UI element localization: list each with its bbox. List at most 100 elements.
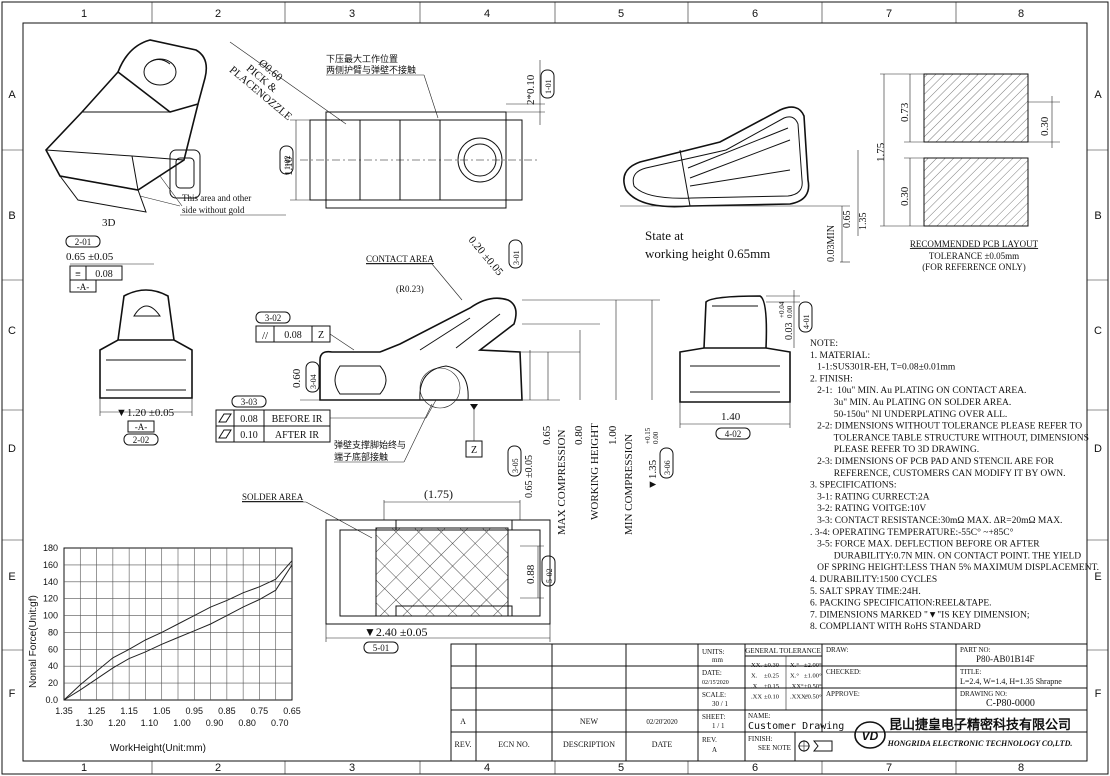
state-line-2: working height 0.65mm bbox=[645, 246, 770, 261]
company-logo bbox=[854, 721, 886, 749]
y-tick-label: 60 bbox=[48, 644, 58, 654]
x-tick-label-bottom: 1.00 bbox=[173, 718, 191, 728]
col-label-top-7: 7 bbox=[886, 8, 892, 20]
side-tol-135-dn: 0.00 bbox=[652, 431, 660, 444]
side-tol-135-up: +0.15 bbox=[644, 427, 652, 444]
left-detail-view: 2-01 0.65 ±0.05 ≡ 0.08 -A- ▼1.20 ±0.05 -… bbox=[65, 235, 193, 446]
row-label-right-B: B bbox=[1094, 210, 1101, 222]
col-label-top-2: 2 bbox=[215, 8, 221, 20]
title-value: L=2.4, W=1.4, H=1.35 Shrapne bbox=[960, 677, 1062, 686]
end-dim-140: 1.40 bbox=[721, 411, 741, 423]
row-label-right-A: A bbox=[1094, 89, 1102, 101]
pcb-dim-030-right: 0.30 bbox=[1039, 116, 1051, 136]
col-label-bottom-6: 6 bbox=[752, 762, 758, 774]
row-label-right-F: F bbox=[1095, 688, 1102, 700]
note-line: 3-5: FORCE MAX. DEFLECTION BEFORE OR AFT… bbox=[810, 540, 1040, 550]
iso-area-note-2: side without gold bbox=[182, 205, 245, 215]
parallel-symbol: // bbox=[262, 330, 269, 342]
tol-cell-c: X.° bbox=[790, 662, 799, 669]
col-label-top-1: 1 bbox=[81, 8, 87, 20]
note-line: 7. DIMENSIONS MARKED "▼"IS KEY DIMENSION… bbox=[810, 610, 1029, 620]
name-value: Customer Drawing bbox=[748, 721, 844, 732]
col-label-top-4: 4 bbox=[484, 8, 490, 20]
x-tick-label-top: 1.35 bbox=[55, 706, 73, 716]
tag-3-04: 3-04 bbox=[309, 374, 318, 389]
col-label-top-6: 6 bbox=[752, 8, 758, 20]
x-tick-label-top: 1.25 bbox=[88, 706, 106, 716]
y-tick-label: 0.0 bbox=[45, 695, 58, 705]
tag-3-03: 3-03 bbox=[241, 397, 258, 407]
side-dim-135: ▼1.35 bbox=[647, 459, 659, 490]
rev-value: A bbox=[712, 746, 717, 754]
bottom-dim-175: (1.75) bbox=[424, 487, 453, 501]
x-tick-label-top: 0.85 bbox=[218, 706, 236, 716]
note-line: OF SPRING HEIGHT:LESS THAN 5% MAXIMUM DI… bbox=[810, 563, 1099, 573]
tag-4-01: 4-01 bbox=[802, 314, 811, 329]
bottom-dim-240: ▼2.40 ±0.05 bbox=[364, 625, 427, 639]
tol-cell-b: ±0.15 bbox=[764, 683, 779, 690]
flatness-symbol: ≡ bbox=[75, 269, 81, 280]
pcb-layout: 1.75 0.73 0.30 0.30 0.03MIN 0.65 1.35 RE… bbox=[826, 73, 1060, 272]
part-value: P80-AB01B14F bbox=[976, 654, 1035, 664]
pcb-title: RECOMMENDED PCB LAYOUT bbox=[910, 239, 1039, 249]
rev-row-date: 02/20'2020 bbox=[646, 718, 678, 726]
rev-row-desc: NEW bbox=[580, 717, 599, 726]
note-line: 4. DURABILITY:1500 CYCLES bbox=[810, 575, 937, 585]
tag-5-02: 5-02 bbox=[545, 568, 554, 583]
tol-cell-b: ±0.30 bbox=[764, 662, 779, 669]
pcb-dim-065: 0.65 bbox=[842, 211, 853, 229]
side-chinese-1: 弹壁支撑脚始终与 bbox=[334, 439, 406, 450]
y-tick-label: 180 bbox=[43, 543, 58, 553]
units-label: UNITS: bbox=[702, 648, 725, 656]
scale-label: SCALE: bbox=[702, 691, 726, 699]
y-tick-label: 100 bbox=[43, 611, 58, 621]
row-label-left-A: A bbox=[8, 89, 16, 101]
side-before-label: BEFORE IR bbox=[272, 414, 323, 425]
tol-cell-a: X. bbox=[751, 673, 758, 680]
pcb-dim-073: 0.73 bbox=[899, 102, 911, 122]
row-zone-markers: A B C D E F A B C D E F bbox=[2, 89, 1108, 700]
x-tick-label-bottom: 0.70 bbox=[271, 718, 289, 728]
note-line: . 3-4: OPERATING TEMPERATURE:-55C° ~+85C… bbox=[810, 527, 1014, 538]
row-label-right-E: E bbox=[1094, 571, 1101, 583]
row-label-left-D: D bbox=[8, 443, 16, 455]
note-line: 1. MATERIAL: bbox=[810, 351, 870, 361]
note-line: 50-150u" NI UNDERPLATING OVER ALL. bbox=[810, 410, 1007, 420]
row-label-right-C: C bbox=[1094, 325, 1102, 337]
pcb-dim-003: 0.03MIN bbox=[826, 225, 837, 262]
note-line: 3-2: RATING VOITGE:10V bbox=[810, 504, 926, 514]
col-label-bottom-5: 5 bbox=[618, 762, 624, 774]
note-line: 5. SALT SPRAY TIME:24H. bbox=[810, 587, 921, 597]
side-view: CONTACT AREA (R0.23) 0.20 ±0.05 3-01 3-0… bbox=[215, 234, 674, 535]
side-dim-020: 0.20 ±0.05 bbox=[466, 234, 506, 278]
x-tick-label-bottom: 1.30 bbox=[76, 718, 94, 728]
chart-ylabel: Nomal Force(Unit:gf) bbox=[28, 595, 39, 688]
x-tick-label-top: 1.05 bbox=[153, 706, 171, 716]
x-tick-label-bottom: 1.10 bbox=[141, 718, 159, 728]
side-working: WORKING HEIGHT bbox=[589, 423, 601, 520]
side-after-value: 0.10 bbox=[240, 430, 258, 441]
y-tick-label: 80 bbox=[48, 627, 58, 637]
left-dim-065: 0.65 ±0.05 bbox=[66, 251, 114, 263]
side-dim-060: 0.60 bbox=[291, 368, 303, 388]
pcb-dim-175: 1.75 bbox=[875, 142, 887, 162]
top-chinese-note-2: 两侧护臂与弹壁不接触 bbox=[326, 64, 416, 75]
side-datum-z: Z bbox=[471, 445, 477, 456]
pcb-dim-135: 1.35 bbox=[858, 213, 869, 231]
tag-5-01: 5-01 bbox=[373, 643, 390, 653]
y-tick-label: 120 bbox=[43, 594, 58, 604]
col-label-bottom-1: 1 bbox=[81, 762, 87, 774]
bottom-dim-088: 0.88 bbox=[525, 564, 537, 584]
side-parallel-datum: Z bbox=[318, 330, 324, 341]
rev-header-desc: DESCRIPTION bbox=[563, 740, 615, 749]
side-after-label: AFTER IR bbox=[275, 430, 320, 441]
note-line: 2. FINISH: bbox=[810, 374, 853, 384]
note-line: 3-3: CONTACT RESISTANCE:30mΩ MAX. ΔR=20m… bbox=[810, 516, 1062, 526]
company-cn: 昆山捷皇电子精密科技有限公司 bbox=[889, 717, 1071, 732]
side-before-value: 0.08 bbox=[240, 414, 258, 425]
end-view: 1.40 4-02 0.03 +0.04 0.00 4-01 bbox=[679, 290, 813, 440]
side-dim-065: 0.65 ±0.05 bbox=[524, 455, 535, 498]
